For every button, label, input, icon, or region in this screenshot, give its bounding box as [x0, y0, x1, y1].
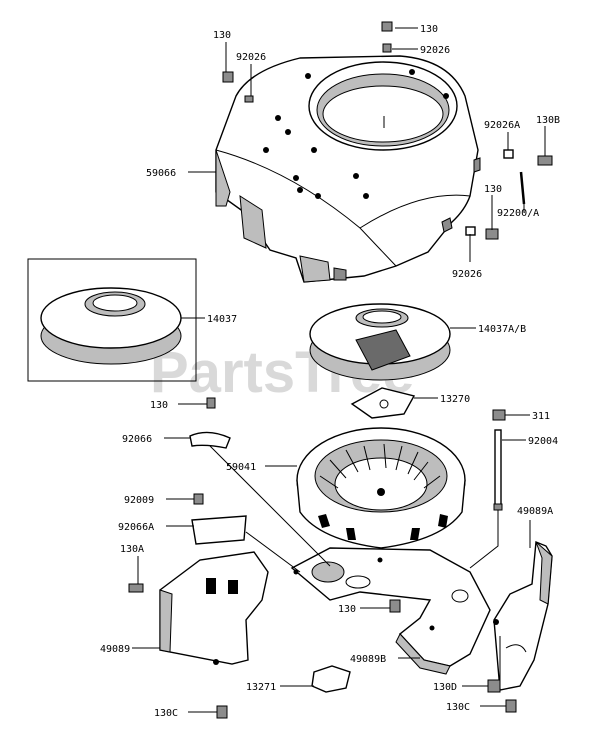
plate-92066a: [191, 515, 247, 545]
callout-label: 92026: [236, 52, 266, 63]
callout-label: 92066: [122, 434, 152, 445]
bolt-130a-icon: [128, 583, 144, 593]
callout-label: 92066A: [118, 522, 154, 533]
callout-label: 92026A: [484, 120, 520, 131]
bolt-130-low-icon: [389, 599, 401, 613]
callout-label: 59041: [226, 462, 256, 473]
callout-label: 130: [150, 400, 168, 411]
callout-label: 92200/A: [497, 208, 539, 219]
leader-lines: [132, 27, 546, 713]
shroud-49089a: [493, 541, 553, 691]
callout-label: 49089: [100, 644, 130, 655]
callout-label: 92026: [452, 269, 482, 280]
nut-311-icon: [492, 409, 506, 421]
callout-label: 92004: [528, 436, 558, 447]
callout-label: 130C: [446, 702, 470, 713]
bolt-130c-left-icon: [216, 705, 228, 719]
bolt-130-mid-icon: [206, 397, 216, 409]
pin-92200a-icon: [519, 171, 526, 205]
plate-92066: [189, 397, 231, 449]
callout-label: 130: [420, 24, 438, 35]
stud-92004: [492, 409, 506, 511]
bolt-92009-icon: [193, 493, 204, 505]
washer-92026-top-icon: [382, 43, 392, 53]
bolt-130c-right-icon: [505, 699, 517, 713]
bolt-130b-icon: [537, 155, 553, 166]
blower-housing-59066: [215, 55, 481, 283]
nut-130d-icon: [487, 679, 501, 693]
callout-label: 59066: [146, 168, 176, 179]
washer-92026-right-icon: [465, 226, 476, 236]
fan-59041: [296, 427, 466, 549]
plate-13270: [350, 387, 416, 419]
callout-label: 130B: [536, 115, 560, 126]
callout-label: 13270: [440, 394, 470, 405]
callout-label: 14037A/B: [478, 324, 526, 335]
callout-label: 13271: [246, 682, 276, 693]
callout-label: 130: [484, 184, 502, 195]
callout-label: 130C: [154, 708, 178, 719]
inset-box: [27, 258, 197, 382]
housing-hardware: [222, 21, 553, 240]
shroud-49089: [159, 551, 269, 665]
callout-label: 130D: [433, 682, 457, 693]
callout-labels: 130 92026 130 92026 92026A 130B 59066 13…: [100, 24, 560, 719]
callout-label: 130: [338, 604, 356, 615]
clip-92026a-icon: [503, 149, 514, 159]
washer-92026-left-icon: [244, 95, 254, 103]
screen-14037: [40, 287, 182, 365]
callout-label: 92026: [420, 45, 450, 56]
bolt-130-left-icon: [222, 71, 234, 83]
callout-label: 14037: [207, 314, 237, 325]
baffle-49089b: [290, 547, 491, 675]
bolt-130-top-icon: [381, 21, 393, 32]
callout-label: 49089B: [350, 654, 386, 665]
callout-label: 311: [532, 411, 550, 422]
callout-label: 130A: [120, 544, 144, 555]
callout-label: 49089A: [517, 506, 553, 517]
callout-label: 130: [213, 30, 231, 41]
bolt-130-right-icon: [485, 228, 499, 240]
screen-14037ab: [309, 303, 451, 381]
bracket-13271: [311, 665, 351, 693]
callout-label: 92009: [124, 495, 154, 506]
